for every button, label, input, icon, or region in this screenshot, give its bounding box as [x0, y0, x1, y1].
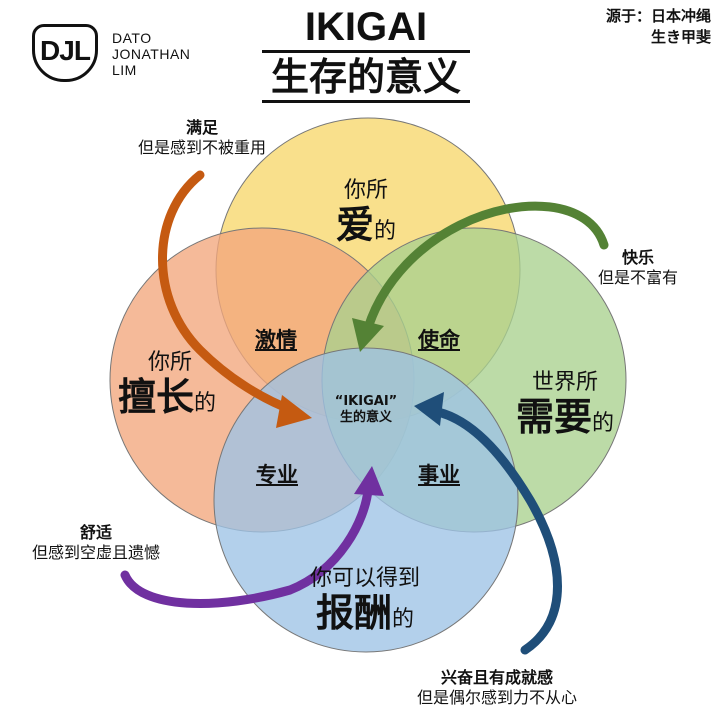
- note-delight: 快乐 但是不富有: [578, 248, 698, 288]
- page-subtitle: 生存的意义: [270, 55, 461, 99]
- label-world-needs: 世界所 需要的: [500, 370, 630, 438]
- logo-name: DATO JONATHAN LIM: [112, 30, 190, 78]
- arrow-delight-head: [352, 318, 384, 352]
- arrow-comfortable: [120, 485, 373, 609]
- logo-name-line: DATO: [112, 30, 152, 46]
- page-title: IKIGAI: [304, 5, 428, 49]
- note-excitement-title: 兴奋且有成就感: [440, 668, 553, 687]
- subtitle-underline: [262, 100, 470, 103]
- label-world-needs-keyword: 需要: [515, 395, 592, 439]
- note-excitement: 兴奋且有成就感 但是偶尔感到力不从心: [392, 668, 602, 708]
- label-love-keyword: 爱: [335, 203, 374, 247]
- arrow-comfortable-head: [354, 466, 384, 496]
- overlap-passion: 激情: [255, 328, 297, 352]
- label-paid-for-prefix: 你可以得到: [309, 566, 420, 591]
- arrow-excitement-head: [414, 392, 444, 426]
- note-comfortable-sub: 但感到空虚且遗憾: [31, 543, 160, 562]
- center-ikigai: “IKIGAI” 生的意义: [318, 394, 414, 426]
- note-delight-title: 快乐: [621, 248, 654, 267]
- label-good-at: 你所 擅长的: [118, 350, 238, 418]
- note-satisfaction-sub: 但是感到不被重用: [137, 138, 266, 157]
- note-excitement-sub: 但是偶尔感到力不从心: [416, 688, 577, 707]
- source-line-1: 源于：日本冲绳: [605, 7, 711, 25]
- arrow-satisfaction-head: [276, 395, 312, 428]
- logo-name-line: LIM: [112, 62, 137, 78]
- arrow-satisfaction: [158, 170, 297, 415]
- arrow-delight: [363, 201, 609, 333]
- note-satisfaction: 满足 但是感到不被重用: [112, 118, 292, 158]
- label-good-at-keyword: 擅长: [118, 375, 195, 419]
- overlap-vocation: 事业: [418, 463, 460, 487]
- title-underline: [262, 50, 470, 53]
- label-world-needs-suffix: 的: [592, 411, 615, 436]
- source-line-2: 生き甲斐: [650, 28, 711, 46]
- source-note: 源于：日本冲绳 生き甲斐: [606, 6, 711, 48]
- center-line-2: 生的意义: [339, 410, 392, 425]
- label-love-prefix: 你所: [343, 178, 388, 203]
- label-paid-for-keyword: 报酬: [315, 591, 392, 635]
- label-world-needs-prefix: 世界所: [531, 370, 598, 395]
- overlap-mission: 使命: [418, 328, 460, 352]
- center-line-1: “IKIGAI”: [334, 394, 398, 409]
- label-good-at-prefix: 你所: [148, 350, 193, 375]
- label-love-suffix: 的: [374, 219, 397, 244]
- note-delight-sub: 但是不富有: [597, 268, 678, 287]
- label-paid-for: 你可以得到 报酬的: [290, 566, 440, 634]
- label-good-at-suffix: 的: [194, 391, 217, 416]
- note-satisfaction-title: 满足: [185, 118, 218, 137]
- label-love: 你所 爱的: [326, 178, 406, 246]
- note-comfortable-title: 舒适: [79, 523, 112, 542]
- logo-monogram: DJL: [32, 24, 98, 82]
- note-comfortable: 舒适 但感到空虚且遗憾: [8, 523, 184, 563]
- label-paid-for-suffix: 的: [392, 607, 415, 632]
- logo-name-line: JONATHAN: [112, 46, 191, 62]
- arrow-excitement: [433, 407, 562, 655]
- overlap-profession: 专业: [256, 463, 298, 487]
